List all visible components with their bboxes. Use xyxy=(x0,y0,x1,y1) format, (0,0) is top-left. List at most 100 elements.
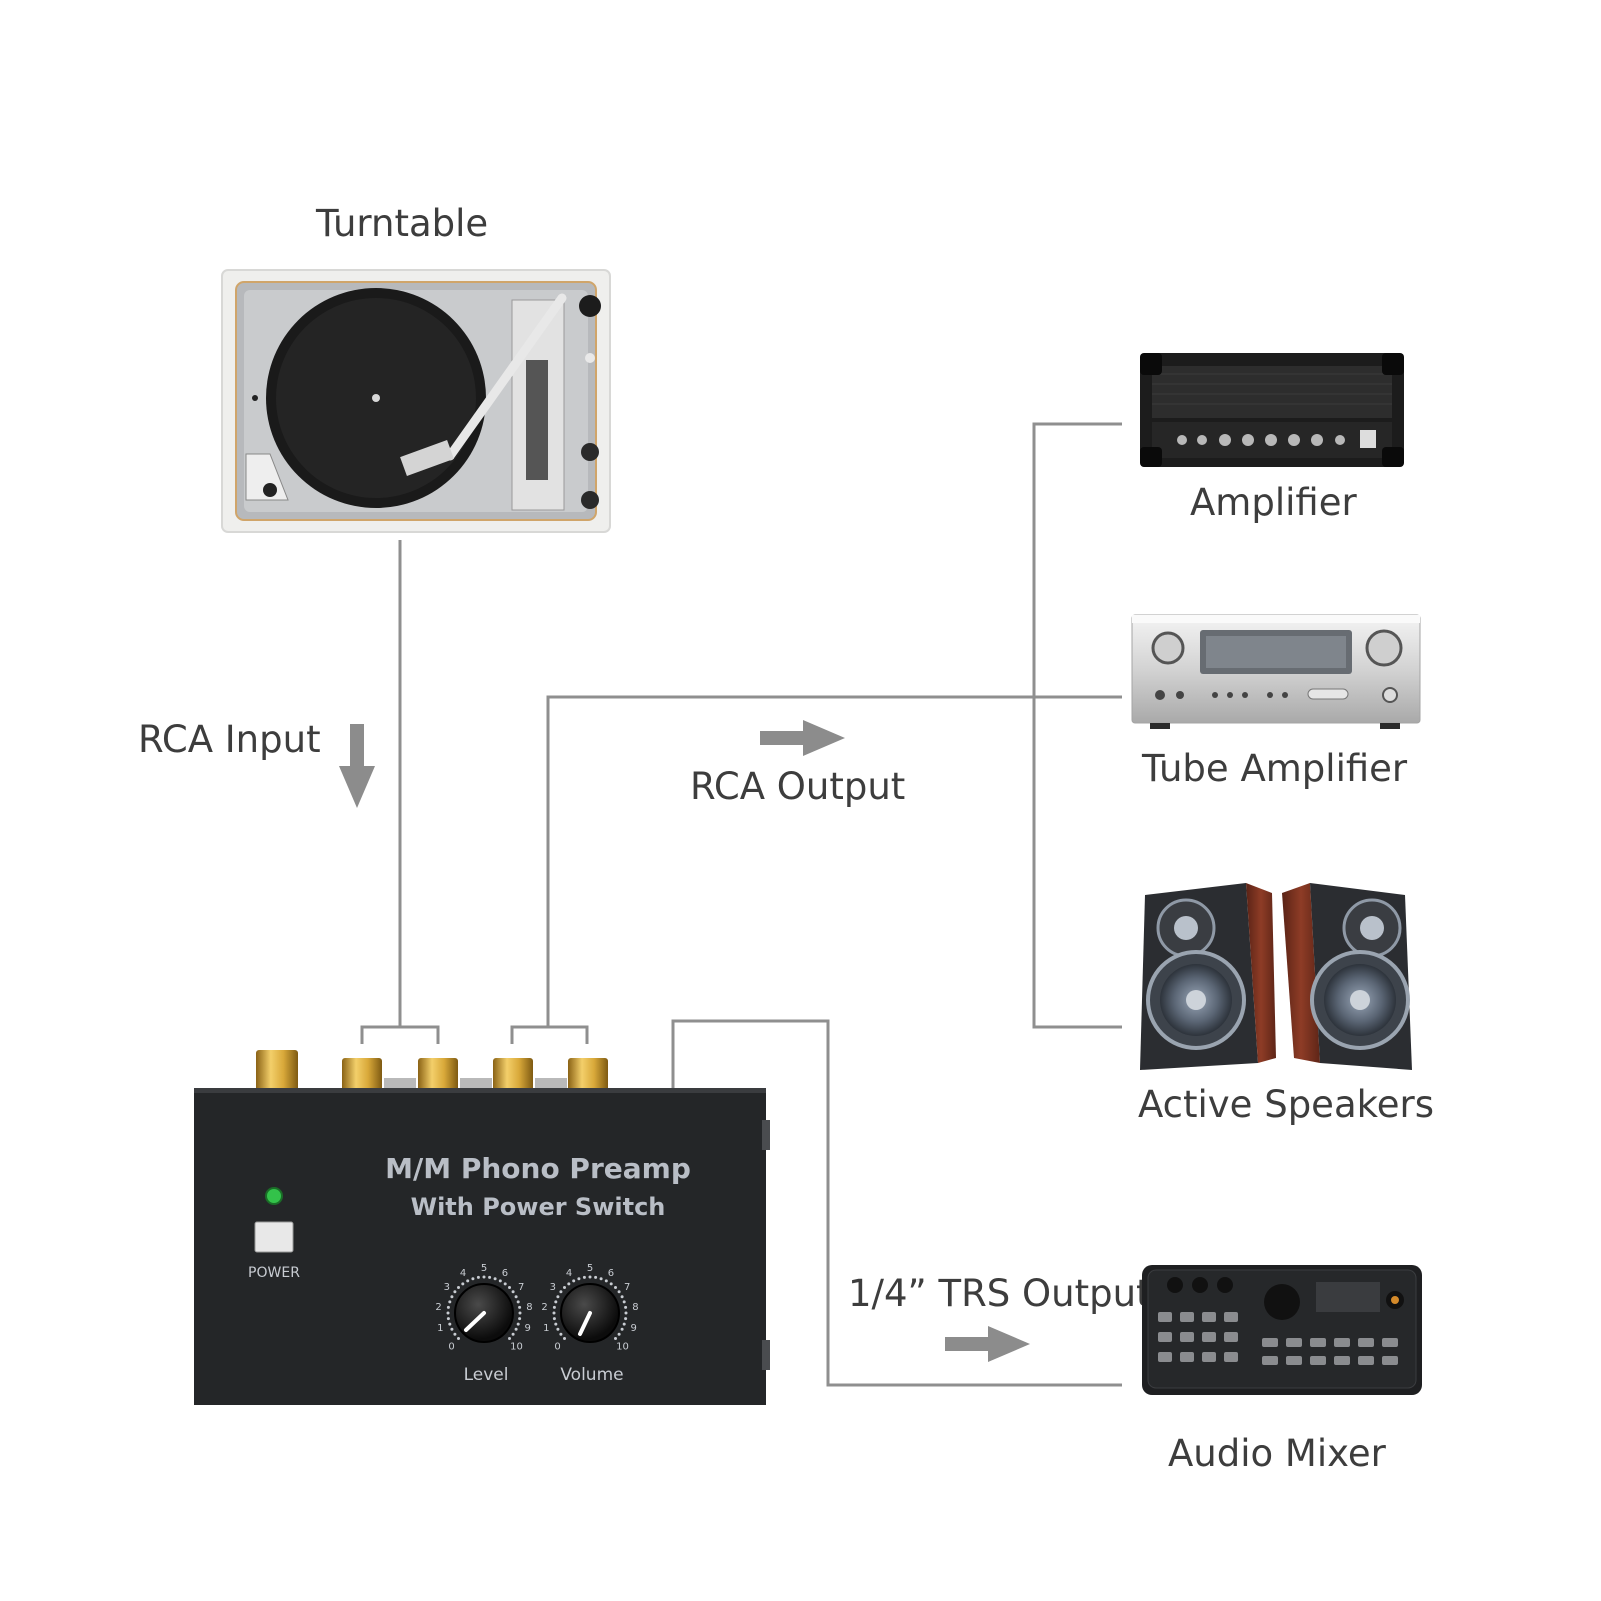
dial-tick xyxy=(508,1286,511,1289)
amplifier-label: Amplifier xyxy=(1190,481,1357,524)
dial-tick xyxy=(514,1327,518,1331)
dial-tick xyxy=(453,1332,457,1336)
dial-tick xyxy=(552,1305,556,1309)
dial-number: 8 xyxy=(526,1302,532,1313)
dial-number: 4 xyxy=(566,1268,572,1279)
rca-output-jack-right xyxy=(568,1058,608,1092)
tube-amplifier-image xyxy=(1131,614,1421,729)
dial-tick xyxy=(556,1295,560,1299)
dial-tick xyxy=(552,1317,556,1321)
dial-tick xyxy=(552,1311,556,1315)
dial-number: 7 xyxy=(518,1282,524,1293)
dial-tick xyxy=(624,1305,628,1309)
dial-tick xyxy=(457,1286,460,1289)
dial-tick xyxy=(559,1332,563,1336)
dial-number: 0 xyxy=(554,1342,560,1353)
dial-tick xyxy=(609,1282,613,1286)
dial-number: 10 xyxy=(616,1342,629,1353)
dial-tick xyxy=(599,1277,603,1281)
dial-number: 0 xyxy=(448,1342,454,1353)
dial-number: 3 xyxy=(550,1282,556,1293)
dial-tick xyxy=(572,1279,576,1283)
dc-power-jack xyxy=(256,1050,298,1092)
dial-tick xyxy=(620,1295,624,1299)
dial-tick xyxy=(448,1300,452,1304)
volume-label: Volume xyxy=(560,1365,623,1385)
dial-tick xyxy=(476,1275,480,1279)
dial-tick xyxy=(620,1327,624,1331)
dial-tick xyxy=(617,1332,621,1336)
active-speakers-image xyxy=(1140,883,1412,1070)
power-label: POWER xyxy=(248,1265,300,1281)
dial-tick xyxy=(624,1317,628,1321)
dial-number: 2 xyxy=(435,1302,441,1313)
dial-tick xyxy=(559,1290,563,1294)
dial-tick xyxy=(556,1327,560,1331)
dial-tick xyxy=(516,1322,520,1326)
dial-tick xyxy=(518,1317,522,1321)
dial-tick xyxy=(450,1327,454,1331)
dial-tick xyxy=(563,1286,566,1289)
dial-tick xyxy=(554,1300,558,1304)
dial-tick xyxy=(614,1337,617,1340)
dial-tick xyxy=(617,1290,621,1294)
dial-number: 5 xyxy=(587,1263,593,1274)
dial-tick xyxy=(453,1290,457,1294)
dial-number: 10 xyxy=(510,1342,523,1353)
audio-mixer-label: Audio Mixer xyxy=(1168,1432,1386,1475)
dial-tick xyxy=(604,1279,608,1283)
rca-input-jack-right xyxy=(418,1058,458,1092)
dial-tick xyxy=(588,1275,592,1279)
dial-tick xyxy=(493,1277,497,1281)
dial-tick xyxy=(450,1295,454,1299)
trs-output-wire xyxy=(671,1019,1122,1387)
dial-tick xyxy=(577,1277,581,1281)
rca-output-arrow xyxy=(760,720,845,756)
dial-tick xyxy=(461,1282,465,1286)
level-label: Level xyxy=(464,1365,509,1385)
dial-tick xyxy=(466,1279,470,1283)
dial-tick xyxy=(511,1290,515,1294)
dial-tick xyxy=(446,1317,450,1321)
active-speakers-label: Active Speakers xyxy=(1138,1083,1434,1126)
rca-output-label: RCA Output xyxy=(690,765,906,808)
distribution-bus-wire xyxy=(1032,422,1122,1029)
dial-number: 6 xyxy=(608,1268,614,1279)
tonearm xyxy=(445,293,567,461)
power-switch[interactable] xyxy=(254,1221,294,1253)
dial-tick xyxy=(594,1275,598,1279)
audio-mixer-image xyxy=(1142,1265,1422,1395)
power-led xyxy=(265,1187,283,1205)
dial-number: 1 xyxy=(543,1323,549,1334)
dial-tick xyxy=(518,1305,522,1309)
rca-input-label: RCA Input xyxy=(138,718,321,761)
trs-output-label: 1/4” TRS Output xyxy=(848,1272,1151,1315)
dial-number: 9 xyxy=(525,1323,531,1334)
dial-tick xyxy=(482,1275,486,1279)
dial-tick xyxy=(516,1300,520,1304)
dial-tick xyxy=(614,1286,617,1289)
dial-tick xyxy=(622,1300,626,1304)
dial-tick xyxy=(518,1311,522,1315)
rca-output-jack-left xyxy=(493,1058,533,1092)
dial-number: 9 xyxy=(631,1323,637,1334)
dial-tick xyxy=(471,1277,475,1281)
rca-output-wire xyxy=(546,695,1122,1027)
preamp-subtitle: With Power Switch xyxy=(411,1193,666,1221)
dial-number: 4 xyxy=(460,1268,466,1279)
dial-number: 3 xyxy=(444,1282,450,1293)
dial-tick xyxy=(554,1322,558,1326)
tube-amplifier-label: Tube Amplifier xyxy=(1142,747,1408,790)
dial-tick xyxy=(446,1305,450,1309)
dial-tick xyxy=(488,1275,492,1279)
dial-tick xyxy=(624,1311,628,1315)
dial-number: 8 xyxy=(632,1302,638,1313)
dial-number: 2 xyxy=(541,1302,547,1313)
turntable-label: Turntable xyxy=(316,202,489,245)
dial-tick xyxy=(457,1337,460,1340)
dial-tick xyxy=(498,1279,502,1283)
dial-tick xyxy=(503,1282,507,1286)
